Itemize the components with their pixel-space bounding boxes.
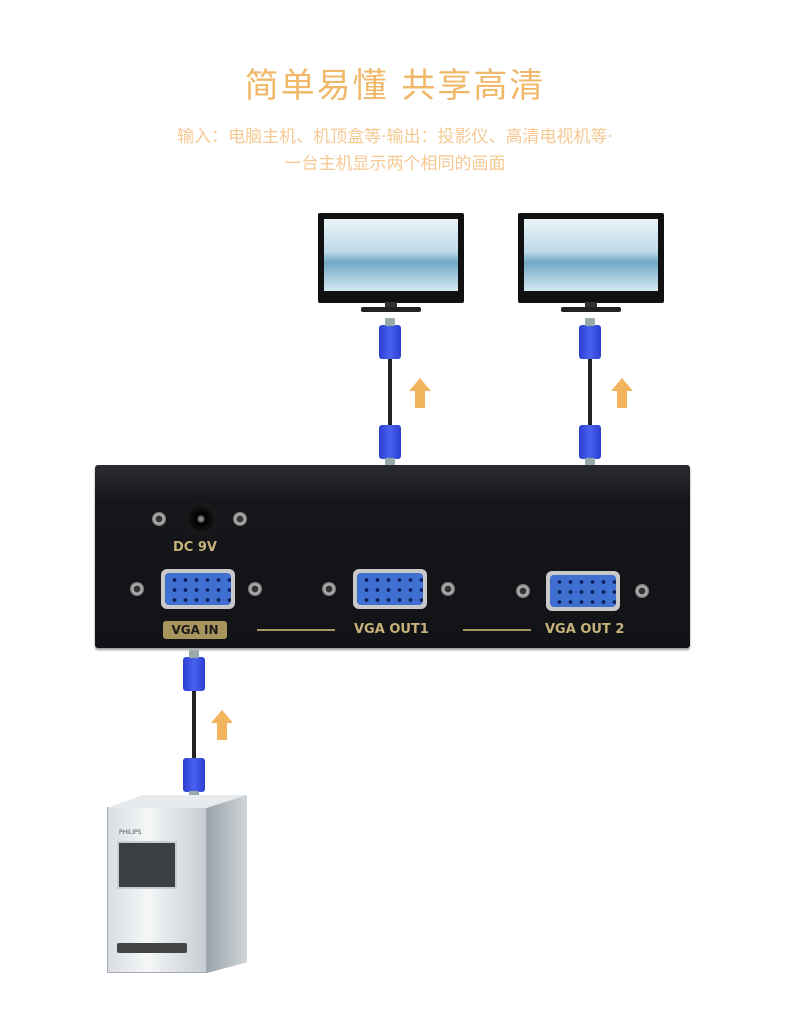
vga-connector	[183, 758, 205, 799]
arrow-up-icon	[611, 378, 633, 408]
divider	[463, 629, 531, 631]
vga-in-port	[161, 569, 235, 609]
arrow-up-icon	[409, 378, 431, 408]
vga-cable-in	[192, 690, 196, 760]
monitor-2-foot	[561, 307, 621, 312]
vga-connector	[379, 425, 401, 466]
screw-icon	[441, 582, 455, 596]
monitor-2	[518, 213, 664, 303]
vga-out2-label: VGA OUT 2	[545, 622, 625, 637]
computer-tower: PHILIPS	[107, 795, 247, 973]
screw-icon	[516, 584, 530, 598]
subtitle-line-1: 输入：电脑主机、机顶盒等·输出：投影仪、高清电视机等·	[177, 127, 613, 147]
vga-connector	[579, 318, 601, 359]
vga-out2-port	[546, 571, 620, 611]
vga-splitter-device: DC 9V VGA IN VGA OUT1 VGA OUT 2	[95, 465, 690, 648]
screw-icon	[322, 582, 336, 596]
vga-connector	[579, 425, 601, 466]
screw-icon	[233, 512, 247, 526]
arrow-up-icon	[211, 710, 233, 740]
subtitle-line-2: 一台主机显示两个相同的画面	[284, 154, 506, 174]
monitor-1-stand	[385, 302, 397, 308]
page-title: 简单易懂 共享高清	[244, 66, 546, 106]
vga-connector	[379, 318, 401, 359]
vga-out1-label: VGA OUT1	[354, 622, 429, 637]
screw-icon	[248, 582, 262, 596]
monitor-1	[318, 213, 464, 303]
vga-cable-1	[388, 355, 392, 427]
dc-power-jack	[185, 503, 217, 535]
screw-icon	[152, 512, 166, 526]
divider	[257, 629, 335, 631]
vga-out1-port	[353, 569, 427, 609]
power-label: DC 9V	[173, 540, 217, 555]
monitor-1-foot	[361, 307, 421, 312]
screw-icon	[130, 582, 144, 596]
monitor-2-stand	[585, 302, 597, 308]
brand-label: PHILIPS	[119, 829, 142, 836]
vga-cable-2	[588, 355, 592, 427]
vga-connector	[183, 650, 205, 691]
screw-icon	[635, 584, 649, 598]
vga-in-label: VGA IN	[163, 621, 227, 639]
